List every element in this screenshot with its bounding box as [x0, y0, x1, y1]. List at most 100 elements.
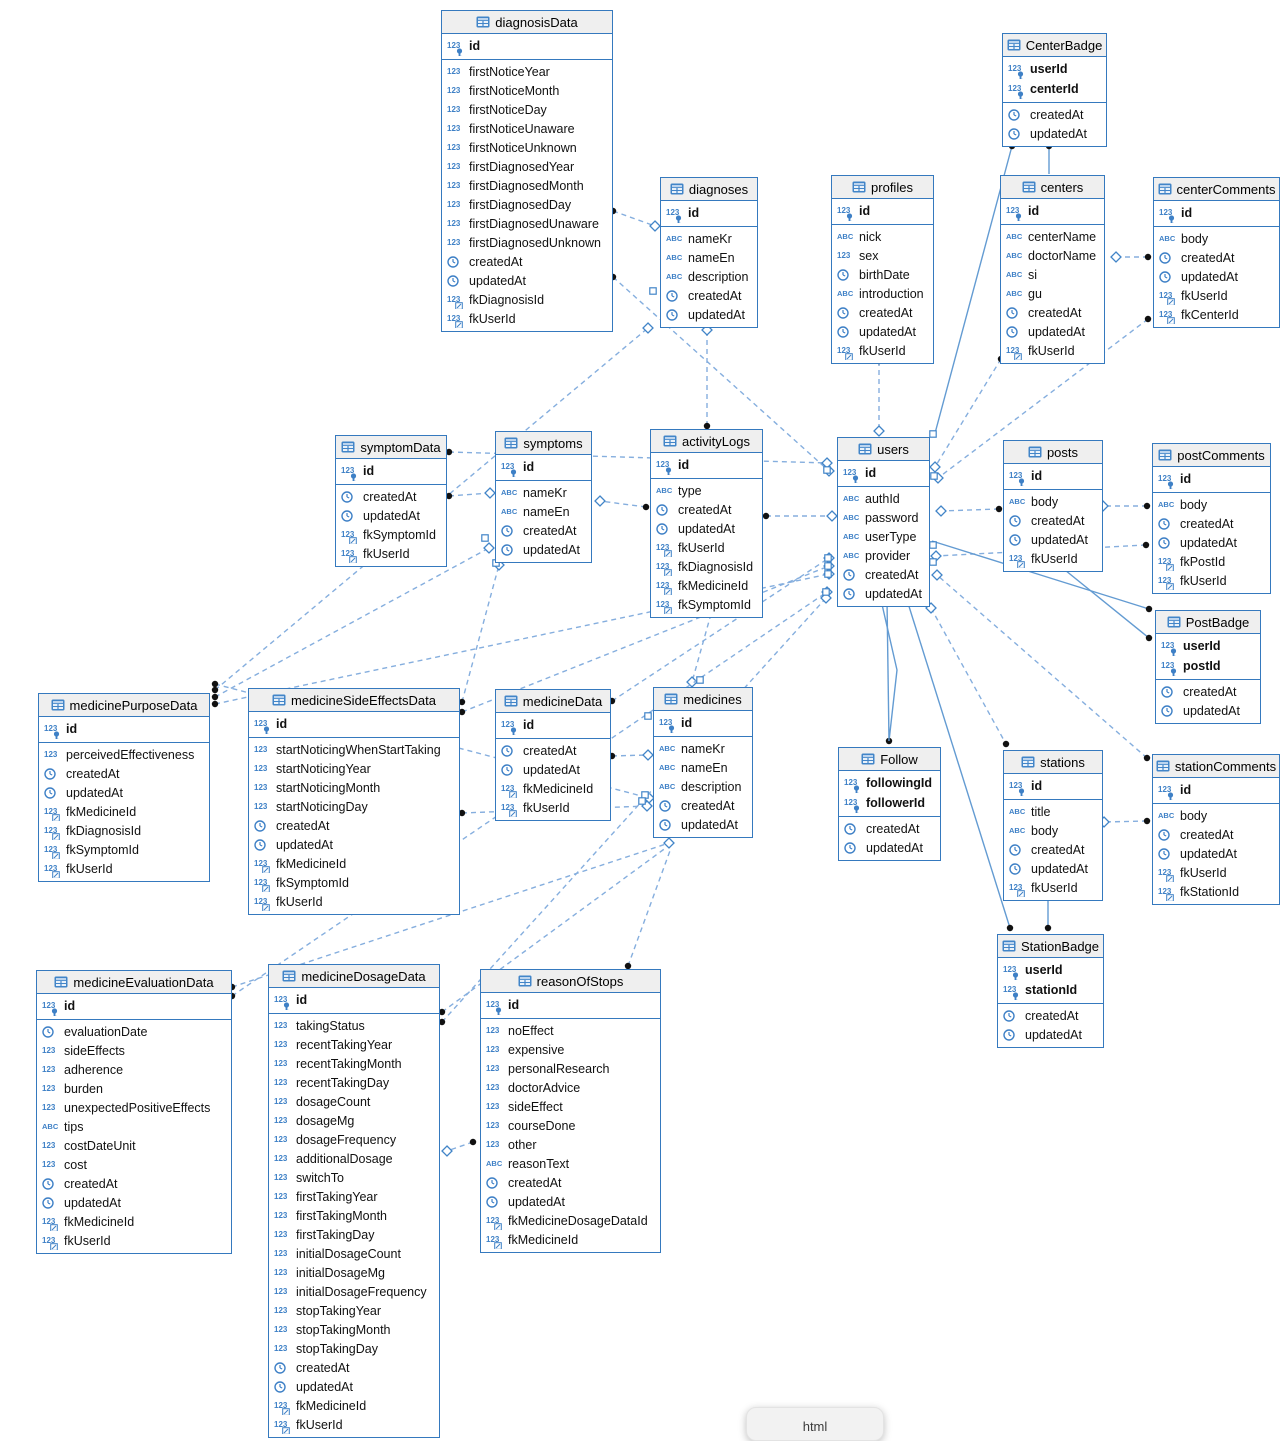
column-updatedAt[interactable]: updatedAt — [496, 540, 591, 559]
bendpoint-handle[interactable] — [645, 713, 651, 719]
relationship-line[interactable] — [462, 565, 499, 702]
relationship-line[interactable] — [692, 614, 711, 682]
bendpoint-handle[interactable] — [697, 677, 703, 683]
bendpoint-handle[interactable] — [930, 559, 936, 565]
column-updatedAt[interactable]: updatedAt — [1004, 859, 1102, 878]
relationship-line[interactable] — [613, 211, 655, 226]
table-header[interactable]: centers — [1001, 176, 1104, 199]
column-updatedAt[interactable]: updatedAt — [832, 322, 933, 341]
bendpoint-handle[interactable] — [825, 563, 831, 569]
table-header[interactable]: symptoms — [496, 432, 591, 455]
column-updatedAt[interactable]: updatedAt — [1153, 844, 1279, 863]
table-header[interactable]: StationBadge — [998, 935, 1103, 958]
table-header[interactable]: stationComments — [1153, 755, 1279, 778]
column-updatedAt[interactable]: updatedAt — [481, 1192, 660, 1211]
column-createdAt[interactable]: createdAt — [249, 816, 459, 835]
column-birthDate[interactable]: birthDate — [832, 265, 933, 284]
column-updatedAt[interactable]: updatedAt — [1153, 533, 1270, 552]
relationship-line[interactable] — [887, 600, 889, 741]
column-createdAt[interactable]: createdAt — [39, 764, 209, 783]
relationship-line[interactable] — [935, 359, 1001, 467]
table-header[interactable]: diagnosisData — [442, 11, 612, 34]
relationship-line[interactable] — [1104, 821, 1147, 822]
table-header[interactable]: centerComments — [1154, 178, 1279, 201]
column-createdAt[interactable]: createdAt — [269, 1358, 439, 1377]
column-updatedAt[interactable]: updatedAt — [37, 1193, 231, 1212]
table-header[interactable]: profiles — [832, 176, 933, 199]
table-header[interactable]: PostBadge — [1156, 611, 1260, 634]
column-updatedAt[interactable]: updatedAt — [336, 506, 446, 525]
column-createdAt[interactable]: createdAt — [839, 819, 940, 838]
bendpoint-handle[interactable] — [639, 798, 645, 804]
table-header[interactable]: medicinePurposeData — [39, 694, 209, 717]
column-updatedAt[interactable]: updatedAt — [1003, 124, 1106, 143]
table-header[interactable]: posts — [1004, 441, 1102, 464]
column-createdAt[interactable]: createdAt — [1156, 682, 1260, 701]
